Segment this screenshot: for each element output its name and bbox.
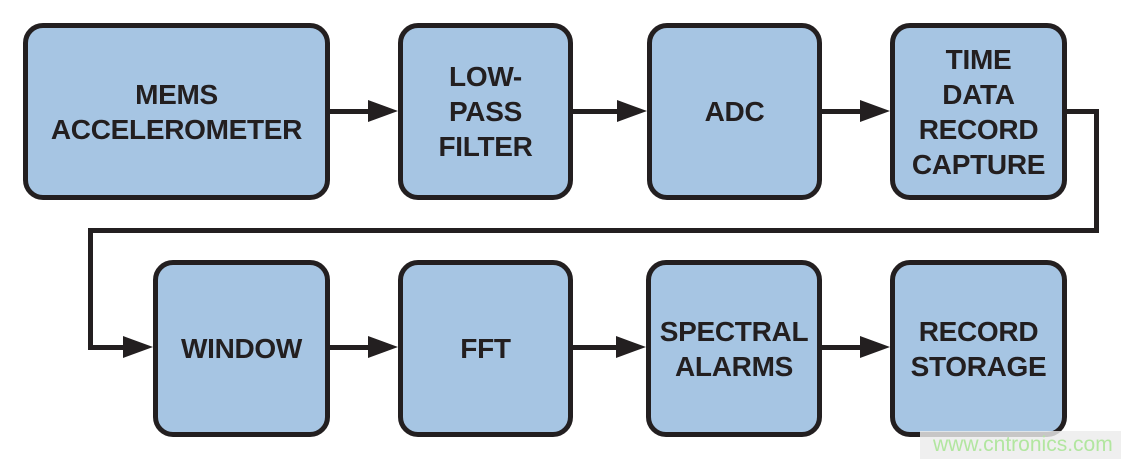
arrow-adc-to-tdrc-icon <box>822 100 890 122</box>
arrow-spectral-to-record-icon <box>822 336 890 358</box>
connector-return-segment <box>88 228 1099 233</box>
arrow-wrap-to-window-icon <box>88 336 153 358</box>
connector-tdrc-exit-segment <box>1065 109 1099 114</box>
block-label: RECORD STORAGE <box>910 315 1047 382</box>
arrowhead-icon <box>860 100 890 122</box>
connector-right-down-segment <box>1094 109 1099 233</box>
arrow-shaft <box>822 108 860 114</box>
block-time-data-record-capture: TIME DATA RECORD CAPTURE <box>890 23 1067 200</box>
block-label: ADC <box>704 96 765 127</box>
block-label: MEMS ACCELEROMETER <box>50 78 303 145</box>
block-label: FFT <box>460 333 511 364</box>
arrow-fft-to-spectral-icon <box>573 336 646 358</box>
block-label: TIME DATA RECORD CAPTURE <box>911 43 1046 180</box>
block-adc: ADC <box>647 23 822 200</box>
arrow-shaft <box>88 344 123 350</box>
block-low-pass-filter: LOW- PASS FILTER <box>398 23 573 200</box>
block-window: WINDOW <box>153 260 330 437</box>
arrow-window-to-fft-icon <box>330 336 398 358</box>
block-label: SPECTRAL ALARMS <box>659 315 809 382</box>
block-mems-accelerometer: MEMS ACCELEROMETER <box>23 23 330 200</box>
arrow-shaft <box>573 108 617 114</box>
block-label: LOW- PASS FILTER <box>438 61 533 162</box>
arrowhead-icon <box>123 336 153 358</box>
arrowhead-icon <box>616 336 646 358</box>
watermark-text: www.cntronics.com <box>933 433 1113 456</box>
arrow-shaft <box>330 108 368 114</box>
arrowhead-icon <box>617 100 647 122</box>
arrowhead-icon <box>368 100 398 122</box>
arrow-shaft <box>822 344 860 350</box>
block-label: WINDOW <box>180 333 303 364</box>
arrowhead-icon <box>368 336 398 358</box>
arrowhead-icon <box>860 336 890 358</box>
arrow-shaft <box>573 344 616 350</box>
arrow-mems-to-lpf-icon <box>330 100 398 122</box>
arrow-shaft <box>330 344 368 350</box>
block-fft: FFT <box>398 260 573 437</box>
arrow-lpf-to-adc-icon <box>573 100 647 122</box>
block-spectral-alarms: SPECTRAL ALARMS <box>646 260 822 437</box>
watermark-band <box>920 431 1121 459</box>
connector-left-down-segment <box>88 228 93 349</box>
block-record-storage: RECORD STORAGE <box>890 260 1067 437</box>
